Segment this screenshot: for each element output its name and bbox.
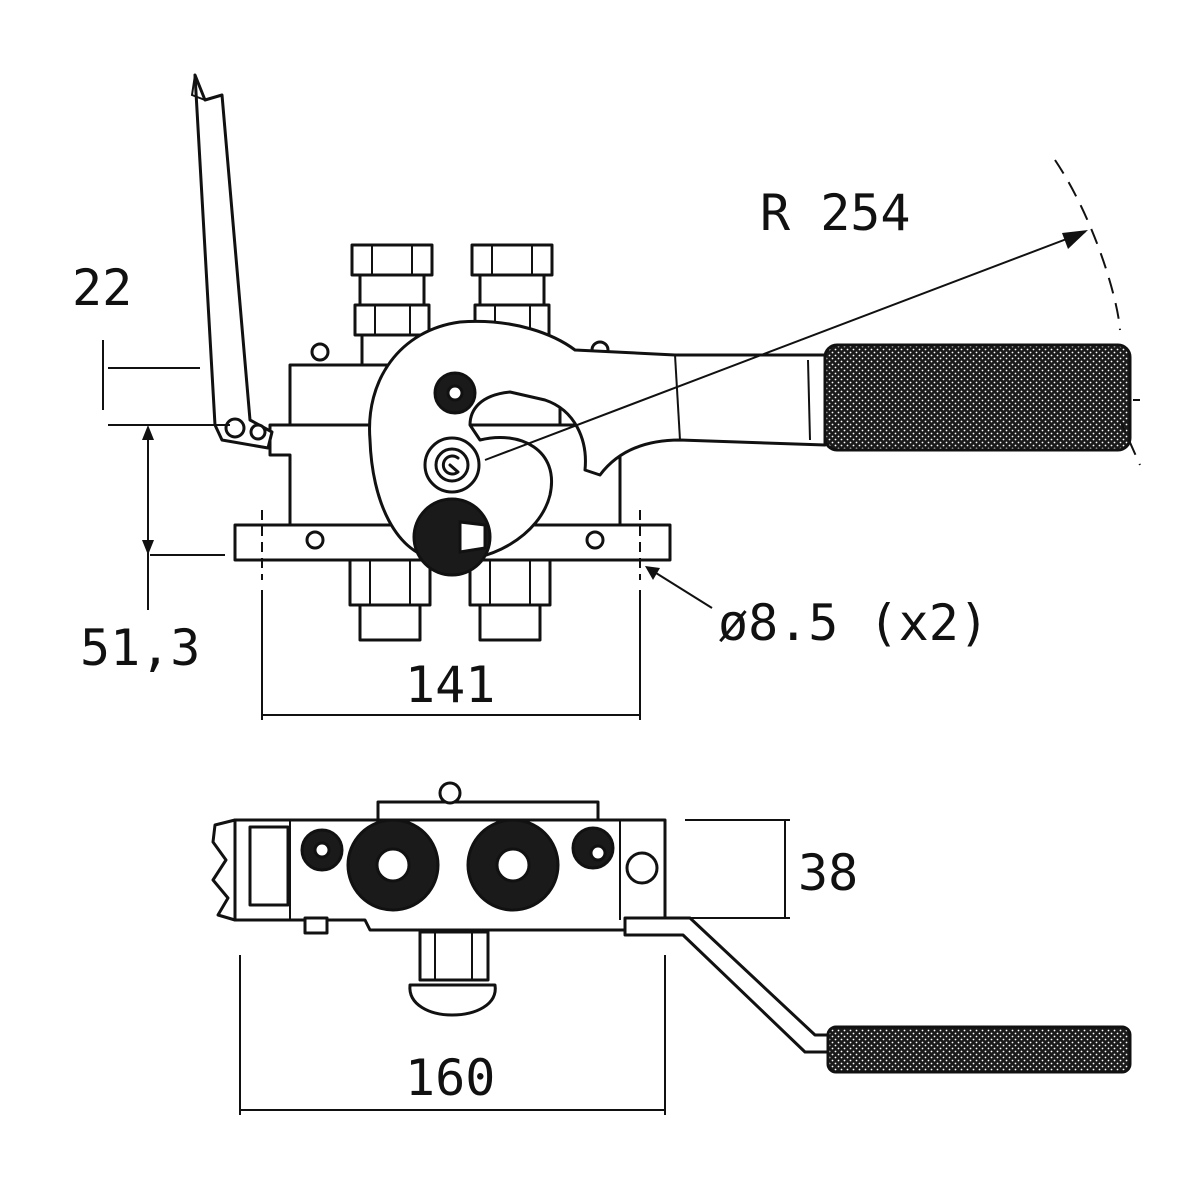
bottom-fitting-right [468,558,552,642]
dim-22-label: 22 [72,259,132,317]
radius-label: R 254 [760,184,911,242]
port-left [346,818,440,912]
port-right [466,818,560,912]
top-handle-grip [826,1025,1132,1074]
bottom-fitting-left [348,558,432,642]
cam-disc [412,497,492,577]
front-handle-grip [823,343,1132,452]
front-view [102,73,1141,720]
dim-38-label: 38 [798,844,858,902]
top-view [211,781,1132,1115]
dim-51-3-label: 51,3 [80,619,200,677]
radius-line [484,231,1086,461]
dim-160-label: 160 [405,1049,495,1107]
dim-141-label: 141 [405,656,495,714]
hole-spec-label: ø8.5 (x2) [718,594,989,652]
swing-arc [1054,159,1121,331]
top-lever-rod [623,916,832,1054]
detent-lever [193,73,274,450]
